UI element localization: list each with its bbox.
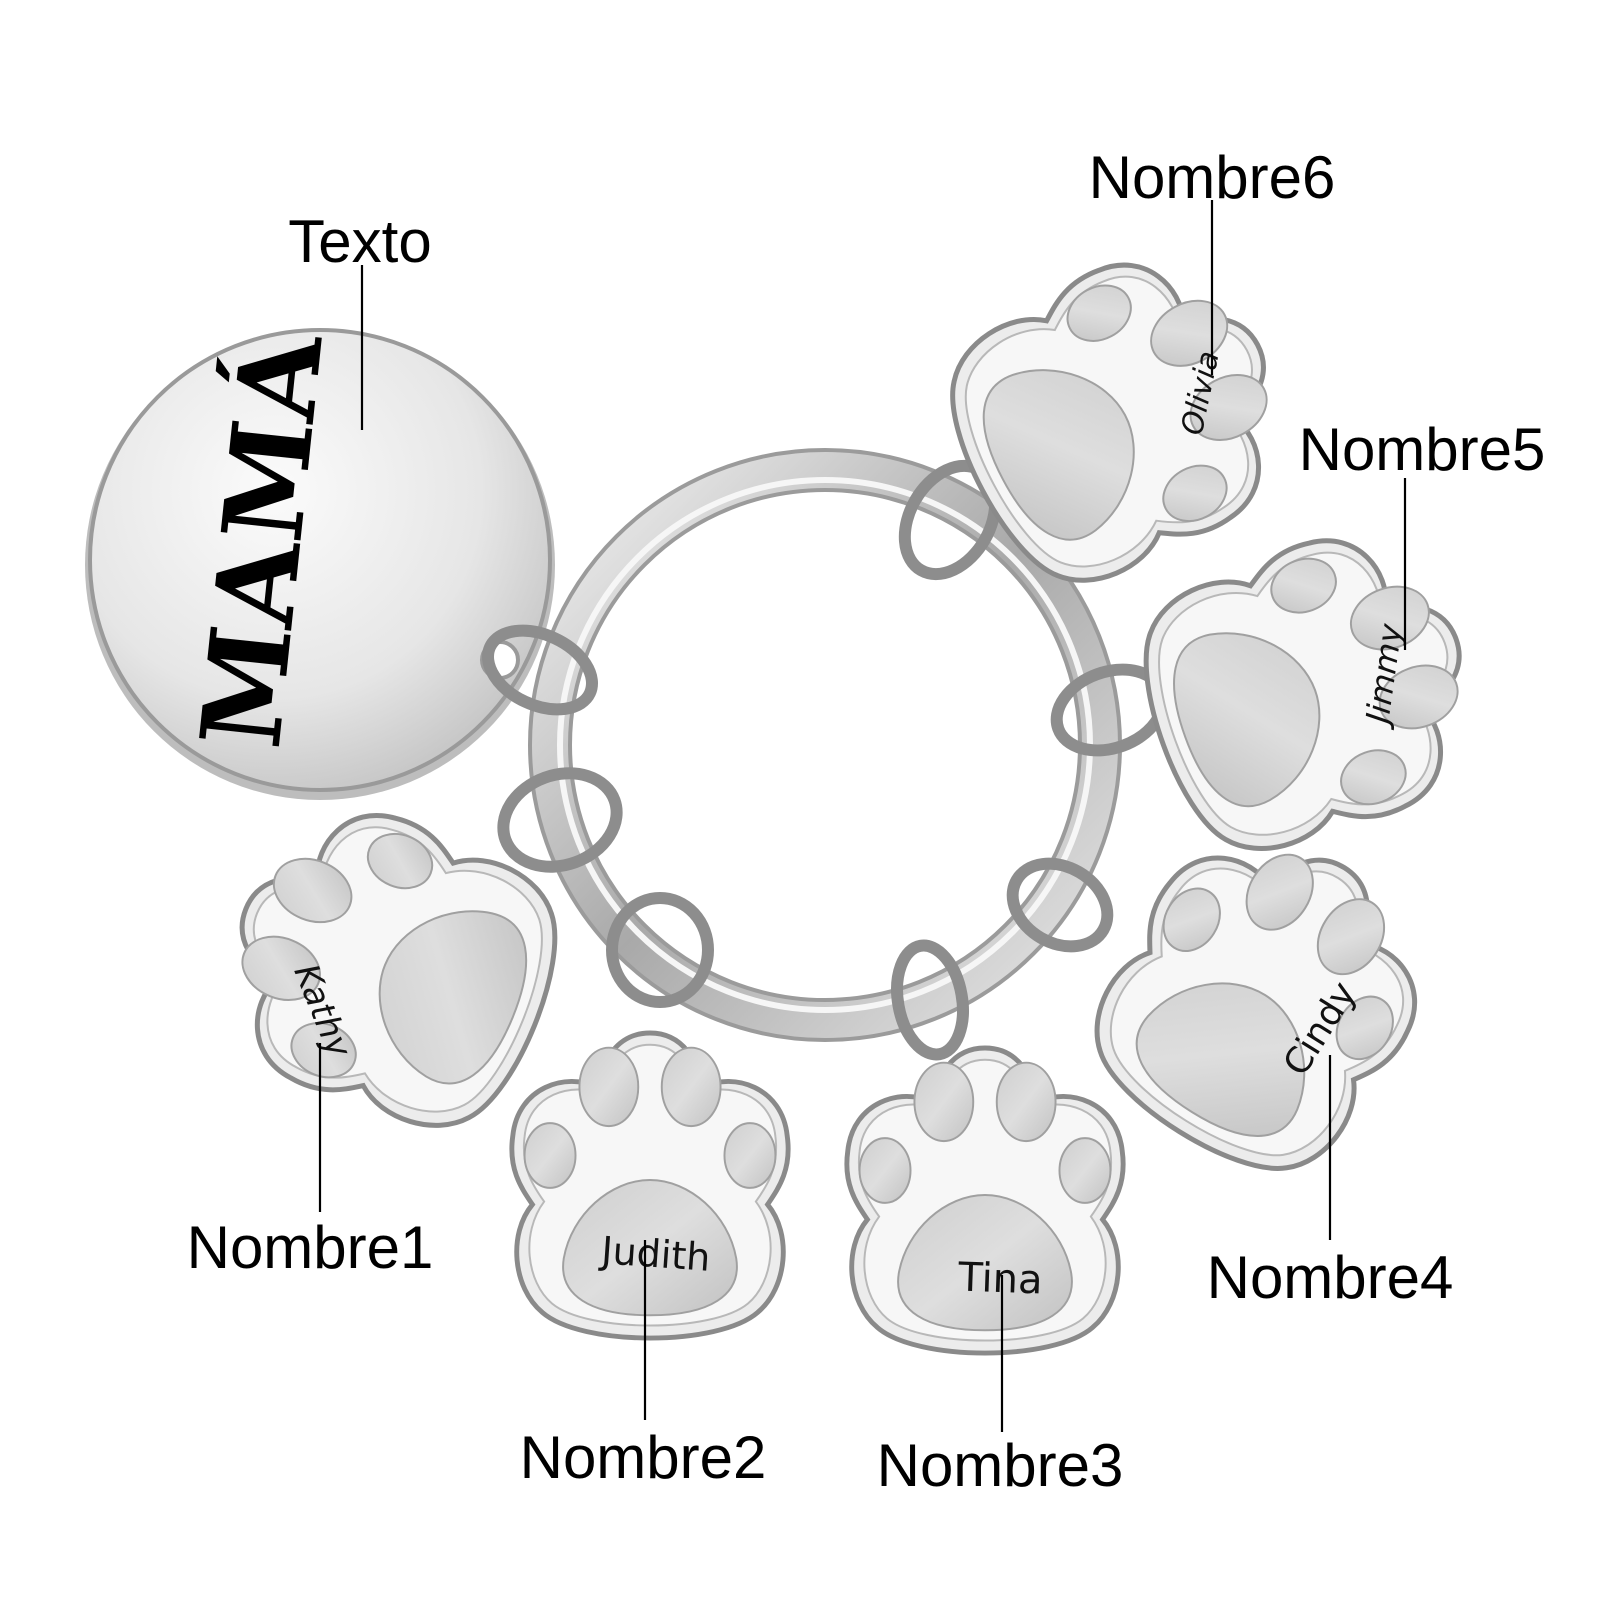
paw-charm-3: Tina bbox=[847, 1048, 1123, 1353]
callout-nombre6: Nombre6 bbox=[1089, 144, 1336, 211]
paw-2-engraving: Judith bbox=[598, 1228, 712, 1280]
paw-charm-1: Kathy bbox=[193, 778, 587, 1156]
callout-nombre3: Nombre3 bbox=[877, 1432, 1124, 1499]
callout-nombre2: Nombre2 bbox=[520, 1424, 767, 1491]
key-ring bbox=[528, 448, 1122, 1042]
callout-nombre5: Nombre5 bbox=[1299, 416, 1546, 483]
paw-charm-6: Olivia bbox=[916, 220, 1323, 615]
paw-3-engraving: Tina bbox=[957, 1255, 1044, 1304]
paw-charm-2: Judith bbox=[512, 1033, 788, 1338]
paw-charm-4: Cindy bbox=[1060, 793, 1464, 1206]
paw-charm-5: Jimmy bbox=[1115, 506, 1504, 877]
jump-rings bbox=[482, 459, 1170, 1061]
mama-disc: MAMÁ bbox=[85, 327, 555, 800]
callout-nombre4: Nombre4 bbox=[1207, 1244, 1454, 1311]
callout-texto: Texto bbox=[288, 208, 431, 275]
callout-nombre1: Nombre1 bbox=[187, 1214, 434, 1281]
leader-lines bbox=[318, 200, 1407, 1432]
